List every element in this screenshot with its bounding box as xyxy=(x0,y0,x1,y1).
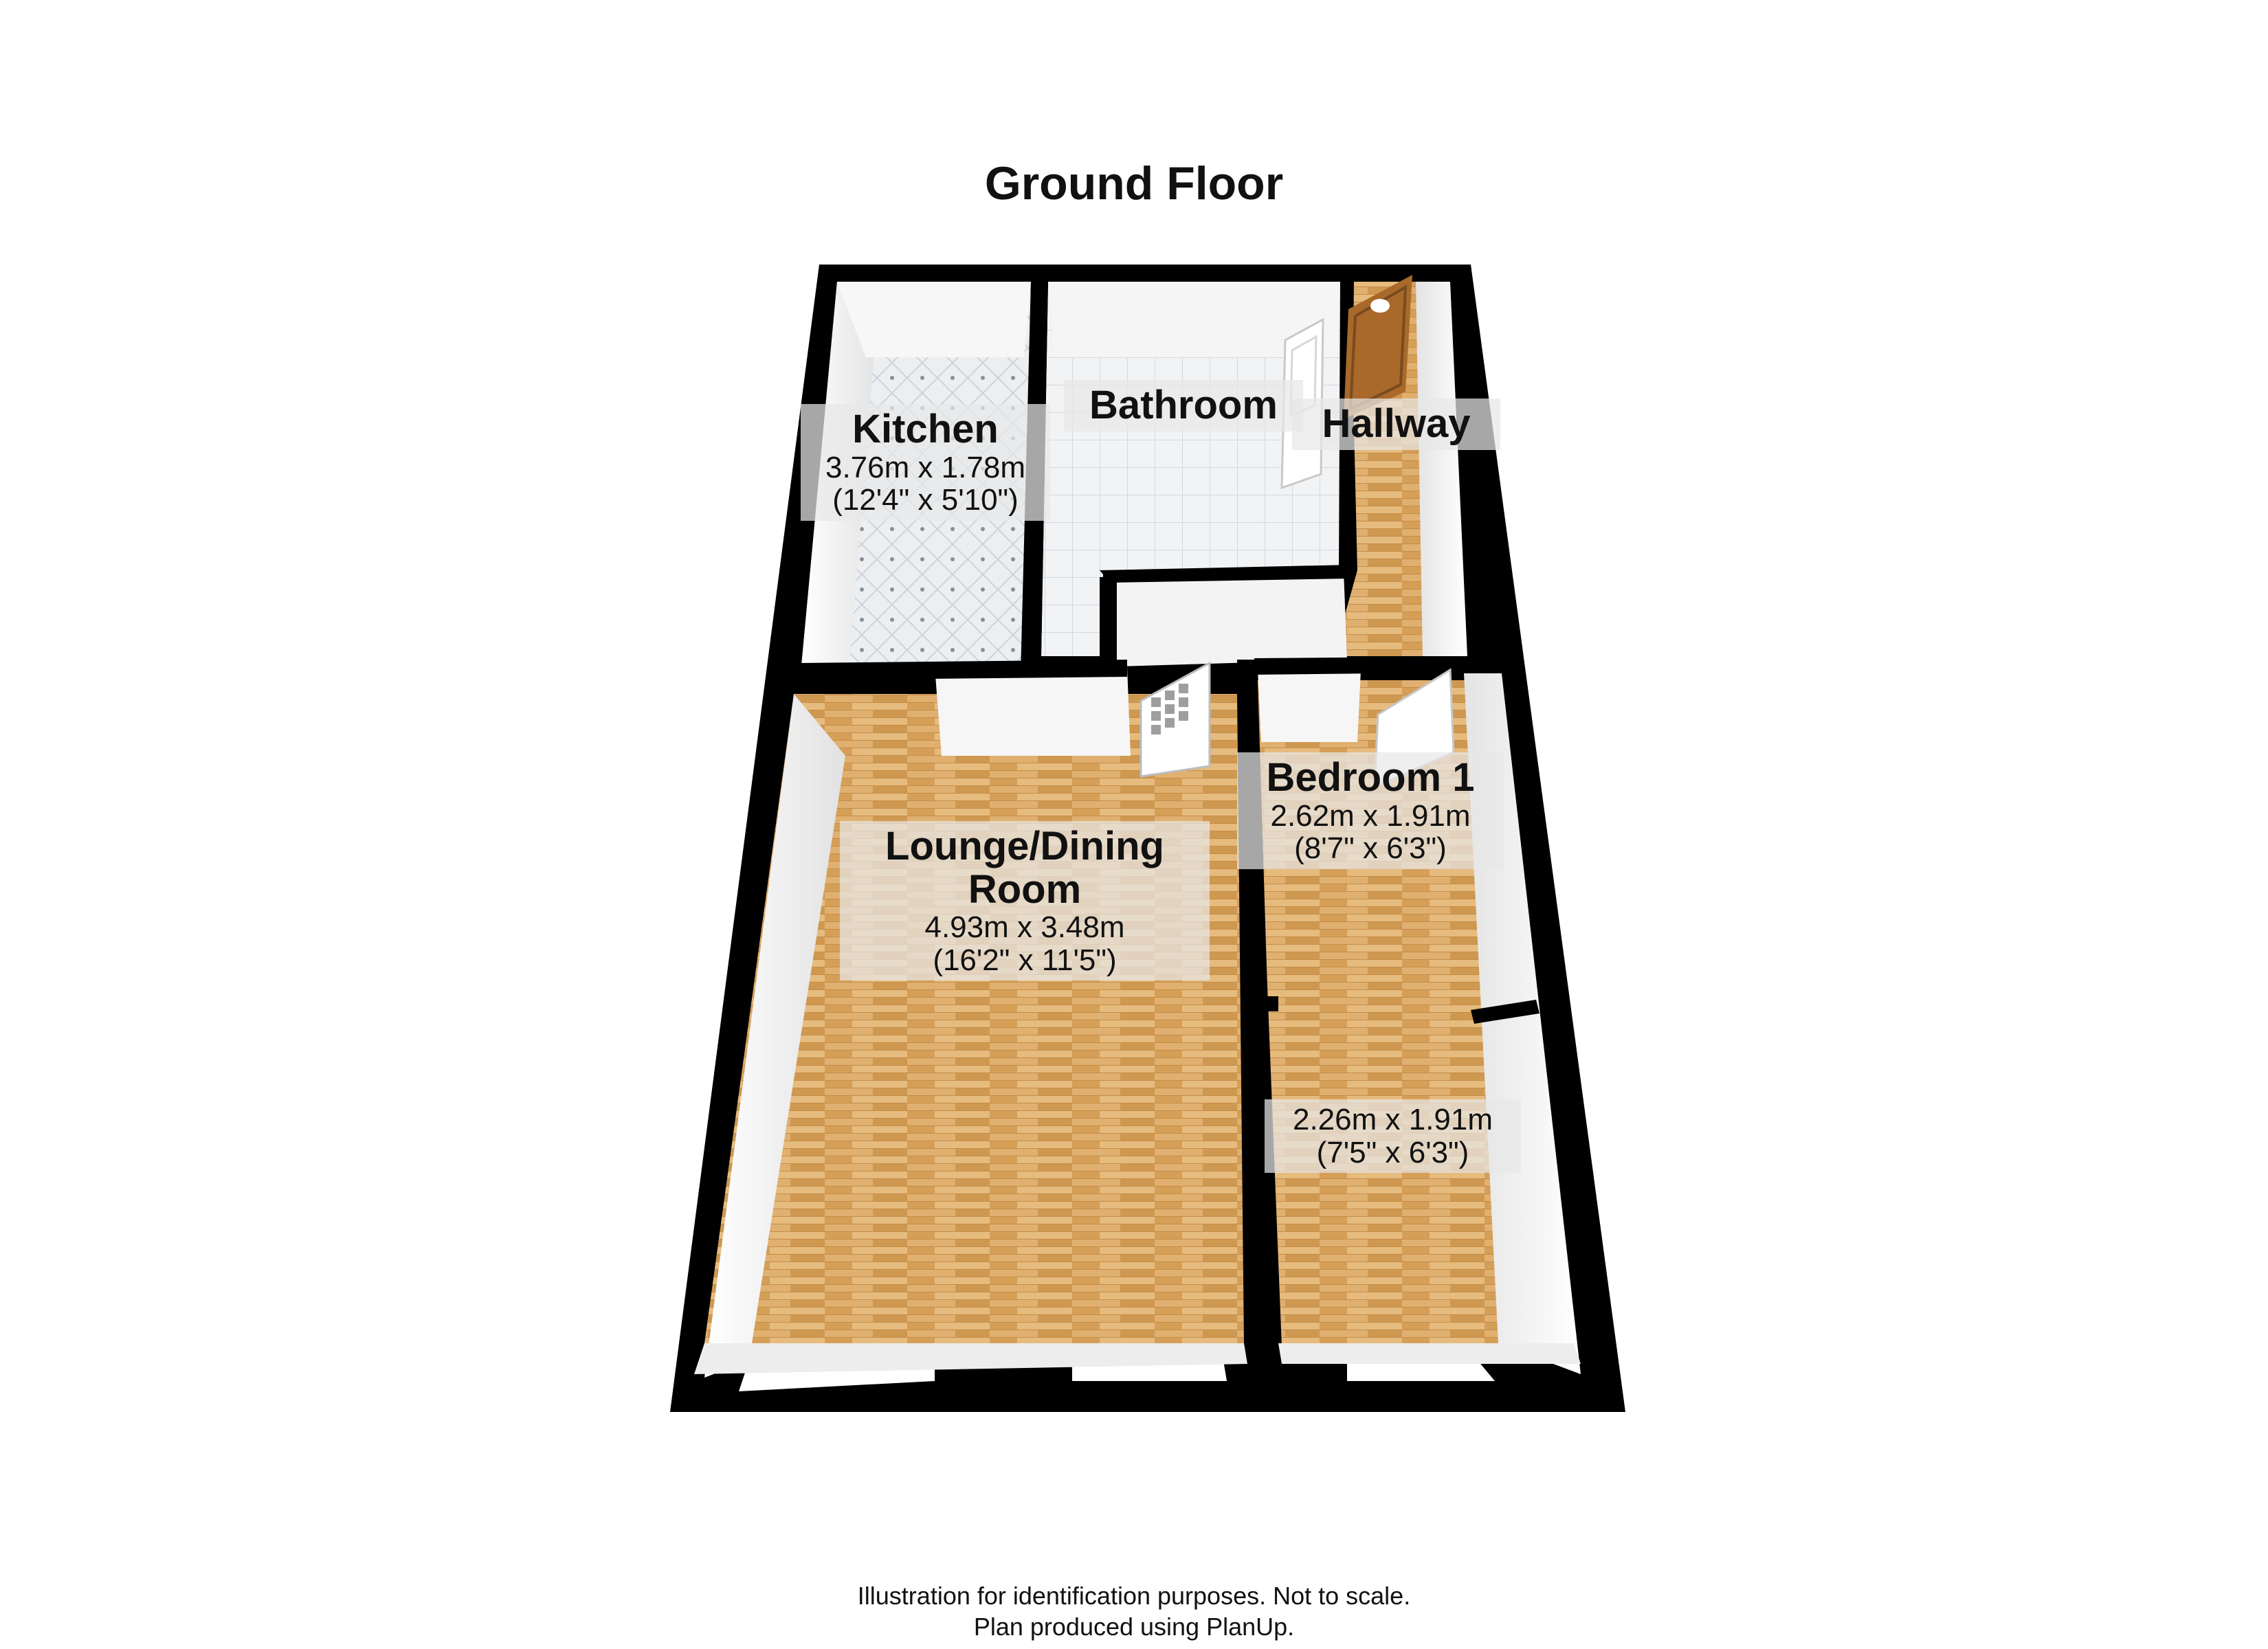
lounge-imperial: (16'2" x 11'5") xyxy=(933,943,1117,977)
bedroom-top-wall xyxy=(1258,670,1361,742)
bathroom-top-wall xyxy=(1048,282,1340,357)
kitchen-name: Kitchen xyxy=(852,407,999,451)
bedroom2-label: 2.26m x 1.91m (7'5" x 6'3") xyxy=(1265,1099,1521,1174)
hallway-label: Hallway xyxy=(1292,399,1500,450)
window-bedroom xyxy=(1347,1360,1495,1381)
partition-nib xyxy=(1263,996,1278,1011)
bathroom-floor xyxy=(1041,282,1344,656)
footer-note: Illustration for identification purposes… xyxy=(0,1580,2268,1642)
kitchen-imperial: (12'4" x 5'10") xyxy=(832,483,1019,517)
footer-line-2: Plan produced using PlanUp. xyxy=(973,1613,1295,1641)
hallway-name: Hallway xyxy=(1322,401,1471,446)
bathroom-lower-wall xyxy=(1113,570,1347,666)
kitchen-metric: 3.76m x 1.78m xyxy=(825,450,1026,484)
bedroom1-name: Bedroom 1 xyxy=(1266,755,1475,800)
floor-title: Ground Floor xyxy=(984,157,1284,210)
lounge-metric: 4.93m x 3.48m xyxy=(924,910,1125,945)
hallway-right-wall xyxy=(1416,282,1467,656)
partition-hall-bottom xyxy=(1254,656,1502,675)
partition-bathroom-step xyxy=(1103,570,1117,670)
partition-bathroom-bottom xyxy=(1100,565,1350,583)
lounge-bottom-wall xyxy=(694,1343,1247,1374)
bedroom1-label: Bedroom 1 2.62m x 1.91m (8'7" x 6'3") xyxy=(1237,752,1504,869)
bedroom2-imperial: (7'5" x 6'3") xyxy=(1316,1135,1469,1169)
bathroom-label: Bathroom xyxy=(1064,380,1303,431)
partition-bedroom-split xyxy=(1471,1000,1539,1024)
partition-lounge-top xyxy=(797,660,1127,680)
bedroom1-imperial: (8'7" x 6'3") xyxy=(1294,831,1447,866)
kitchen-top-wall xyxy=(837,282,1031,357)
lounge-left-wall xyxy=(704,694,845,1378)
lounge-name-line2: Room xyxy=(968,866,1082,912)
bathroom-name: Bathroom xyxy=(1089,383,1278,427)
bedroom2-metric: 2.26m x 1.91m xyxy=(1292,1103,1493,1136)
lounge-top-wall xyxy=(935,666,1131,756)
front-door xyxy=(1344,275,1412,419)
footer-line-1: Illustration for identification purposes… xyxy=(857,1582,1411,1610)
bedroom-bottom-wall xyxy=(1278,1343,1581,1364)
kitchen-label: Kitchen 3.76m x 1.78m (12'4" x 5'10") xyxy=(801,404,1050,521)
lounge-door xyxy=(1139,661,1211,778)
lounge-name-line1: Lounge/Dining xyxy=(885,824,1164,868)
lounge-label: Lounge/Dining Room 4.93m x 3.48m (16'2" … xyxy=(840,821,1210,981)
bedroom1-metric: 2.62m x 1.91m xyxy=(1270,798,1471,833)
